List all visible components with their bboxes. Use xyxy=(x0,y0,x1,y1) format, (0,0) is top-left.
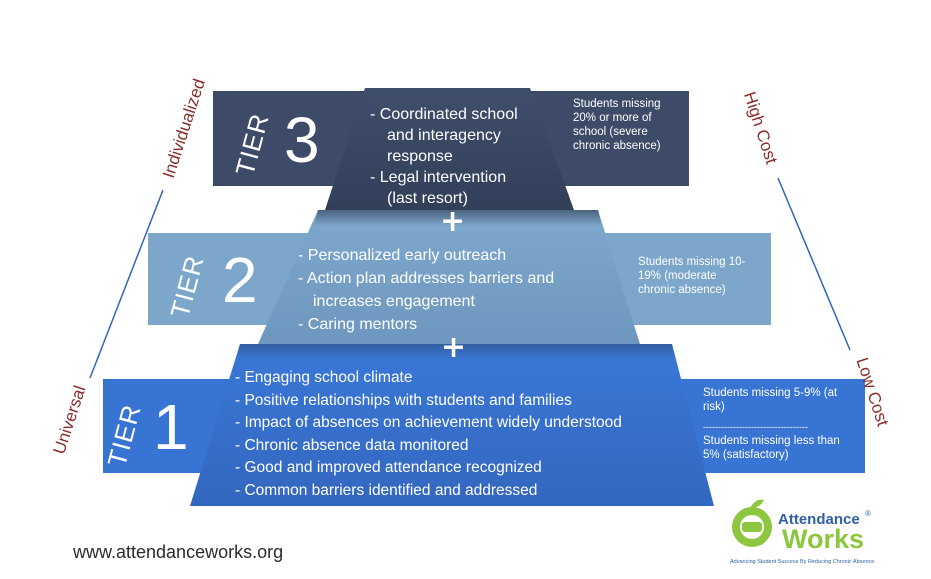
tier3-trapezoid xyxy=(325,88,574,210)
tier2-bullets: - Personalized early outreach - Action p… xyxy=(298,244,554,336)
logo-line2: Works xyxy=(782,524,865,554)
plus-icon-lower: + xyxy=(441,330,467,365)
attendance-works-logo: Attendance ® Works Advancing Student Suc… xyxy=(730,509,924,571)
tier1-divider: ----------------------------------- xyxy=(703,422,808,432)
tier1-side-text-top: Students missing 5-9% (at risk) xyxy=(703,387,838,413)
tier1-bullets: - Engaging school climate - Positive rel… xyxy=(235,367,622,503)
plus-icon-upper: + xyxy=(440,204,466,239)
tier3-bullet-4: - Legal intervention xyxy=(370,169,507,186)
tier2-trapezoid xyxy=(258,210,640,344)
tier2-bullet-1: - Personalized early outreach xyxy=(298,247,507,264)
tier1-number: 1 xyxy=(153,391,189,463)
tier3-bullet-5: (last resort) xyxy=(387,190,468,207)
tier1-bullet-5: - Good and improved attendance recognize… xyxy=(235,459,542,477)
tier1-bullet-2: - Positive relationships with students a… xyxy=(235,391,572,409)
tier1-trapezoid xyxy=(190,344,714,506)
logo-mark: ® xyxy=(865,509,871,518)
tier2-side-text: Students missing 10-19% (moderate chroni… xyxy=(638,256,746,296)
tier3-number: 3 xyxy=(284,104,320,176)
logo-line1: Attendance xyxy=(778,511,860,528)
tier3-bullet-2: and interagency xyxy=(387,127,501,144)
tier1-shadow xyxy=(236,344,676,360)
tier3-bullet-1: - Coordinated school xyxy=(370,106,518,123)
tier2-bullet-2: - Action plan addresses barriers and xyxy=(298,270,555,287)
tier2-bullet-4: - Caring mentors xyxy=(298,316,418,333)
tier1-bullet-1: - Engaging school climate xyxy=(235,369,413,386)
footer-url: www.attendanceworks.org xyxy=(73,542,284,562)
tier2-number: 2 xyxy=(222,244,258,316)
tier3-bullets: - Coordinated school and interagency res… xyxy=(370,104,518,209)
apple-logo-icon xyxy=(732,499,772,547)
tier1-bullet-4: - Chronic absence data monitored xyxy=(235,436,469,454)
tier3-side-text: Students missing 20% or more of school (… xyxy=(573,98,661,152)
axis-line-left xyxy=(89,189,164,379)
tier2-shadow xyxy=(314,210,602,226)
tier1-side-text-bottom: Students missing less than 5% (satisfact… xyxy=(703,435,840,461)
tier3-bullet-3: response xyxy=(387,148,453,165)
tier1-bullet-3: - Impact of absences on achievement wide… xyxy=(235,414,622,432)
tier1-bullet-6: - Common barriers identified and address… xyxy=(235,481,538,499)
tier2-bullet-3: increases engagement xyxy=(313,293,475,310)
axis-line-right xyxy=(777,177,851,351)
logo-tagline: Advancing Student Success By Reducing Ch… xyxy=(730,559,875,565)
